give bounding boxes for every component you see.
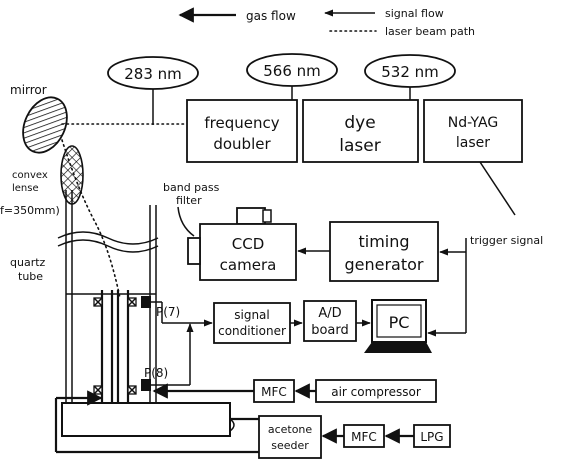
pressure-tap-p8: P(8) — [141, 366, 168, 391]
laser-beam-path-down — [61, 139, 121, 299]
ccd-camera-line1: CCD — [232, 235, 265, 253]
burner-body — [61, 290, 231, 437]
wavelength-566-label: 566 nm — [263, 62, 321, 80]
mirror-icon — [22, 96, 68, 154]
wavelength-283-label: 283 nm — [124, 65, 182, 83]
wavelength-283-bubble: 283 nm — [107, 56, 199, 90]
wavelength-532-label: 532 nm — [381, 63, 439, 81]
legend-gas-flow-label: gas flow — [246, 9, 296, 23]
mfc-lpg-label: MFC — [351, 430, 377, 444]
camera-lens-icon — [187, 237, 201, 265]
mfc-air-box: MFC — [253, 379, 295, 403]
ndyag-laser-line1: Nd-YAG — [448, 115, 498, 131]
band-pass-filter-label-line2: filter — [176, 194, 202, 207]
legend-signal-flow: signal flow — [324, 7, 444, 20]
acetone-seeder-line2: seeder — [271, 439, 309, 452]
legend-laser-path: laser beam path — [329, 25, 475, 38]
air-compressor-label: air compressor — [331, 385, 421, 399]
dye-laser-line2: laser — [339, 136, 380, 156]
lpg-box: LPG — [413, 424, 451, 448]
ndyag-laser-box: Nd-YAG laser — [423, 99, 523, 163]
frequency-doubler-line2: doubler — [213, 135, 271, 153]
ndyag-laser-line2: laser — [456, 135, 490, 151]
legend-gas-flow: gas flow — [178, 7, 296, 23]
legend-signal-flow-label: signal flow — [385, 7, 444, 20]
mfc-air-label: MFC — [261, 385, 287, 399]
ad-board-box: A/D board — [303, 300, 357, 342]
pc-label: PC — [389, 313, 410, 332]
pc-laptop: PC — [364, 299, 432, 353]
pressure-tap-p7: P(7) — [141, 296, 180, 319]
quartz-tube — [57, 190, 159, 412]
filter-pointer — [177, 206, 195, 237]
laptop-keyboard-icon — [364, 342, 432, 353]
quartz-tube-label-line2: tube — [18, 270, 43, 283]
quartz-tube-label-line1: quartz — [10, 256, 46, 269]
lens-label-line1: convex — [12, 170, 48, 181]
timing-generator-line1: timing — [358, 232, 409, 251]
timing-generator-box: timing generator — [329, 221, 439, 282]
signal-conditioner-line1: signal — [234, 308, 270, 322]
wavelength-566-bubble: 566 nm — [246, 53, 338, 87]
wavelength-532-bubble: 532 nm — [364, 54, 456, 88]
dye-laser-box: dye laser — [302, 99, 419, 163]
frequency-doubler-line1: frequency — [204, 114, 279, 132]
lpg-label: LPG — [420, 430, 443, 444]
ad-board-line2: board — [311, 323, 349, 338]
lens-label-line3: f=350mm) — [0, 204, 60, 217]
mfc-lpg-box: MFC — [343, 424, 385, 448]
p8-label: P(8) — [144, 366, 168, 380]
air-compressor-box: air compressor — [315, 379, 437, 403]
signal-conditioner-box: signal conditioner — [213, 302, 291, 344]
acetone-seeder-box: acetone seeder — [258, 415, 322, 459]
ccd-camera-line2: camera — [220, 256, 277, 274]
band-pass-filter-label-line1: band pass — [163, 181, 220, 194]
mirror-label: mirror — [10, 83, 47, 97]
timing-generator-line2: generator — [344, 255, 423, 274]
ad-board-line1: A/D — [318, 306, 341, 321]
frequency-doubler-box: frequency doubler — [186, 99, 298, 163]
lens-label-line2: lense — [12, 183, 39, 194]
legend: gas flow signal flow laser beam path — [178, 7, 475, 38]
trigger-signal-label: trigger signal — [470, 234, 543, 247]
ccd-camera: CCD camera — [187, 207, 297, 281]
signal-conditioner-line2: conditioner — [218, 324, 286, 338]
p7-label: P(7) — [156, 305, 180, 319]
legend-laser-path-label: laser beam path — [385, 25, 475, 38]
dye-laser-line1: dye — [344, 113, 375, 133]
acetone-seeder-line1: acetone — [268, 423, 313, 436]
